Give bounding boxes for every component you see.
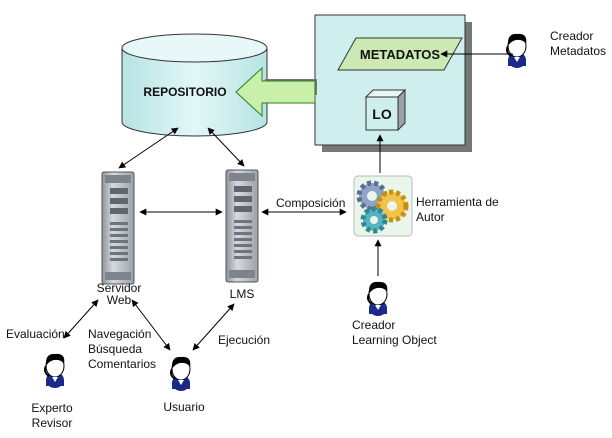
- creador-metadatos-label-1: Creador: [550, 29, 593, 43]
- experto-label-1: Experto: [31, 401, 73, 415]
- creador-lo-label-1: Creador: [352, 318, 395, 332]
- evaluacion-label: Evaluación: [6, 327, 65, 341]
- arrow-web-usuario: [131, 299, 171, 351]
- creador-metadatos-label-2: Metadatos: [550, 44, 606, 58]
- servidor-web-label-1: Servidor: [97, 281, 142, 295]
- herramienta-label-1: Herramienta de: [416, 195, 499, 209]
- usuario-label: Usuario: [163, 400, 205, 414]
- block-arrow-to-repository: [235, 66, 317, 118]
- navegacion-label-3: Comentarios: [88, 357, 156, 371]
- composicion-label: Composición: [276, 196, 345, 210]
- metadatos-box[interactable]: [337, 37, 463, 71]
- server-web-icon[interactable]: [101, 171, 135, 285]
- creador-metadatos-person-icon: [506, 32, 528, 69]
- lo-box[interactable]: [365, 96, 399, 131]
- herramienta-label-2: Autor: [416, 210, 445, 224]
- server-lms-icon[interactable]: [225, 169, 259, 283]
- arrow-web-repository: [118, 127, 179, 169]
- navegacion-label-2: Búsqueda: [88, 342, 142, 356]
- arrow-lms-usuario: [192, 303, 235, 351]
- creador-lo-person-icon: [367, 280, 389, 317]
- metadatos-label: METADATOS: [360, 47, 440, 62]
- creador-lo-label-2: Learning Object: [352, 333, 437, 347]
- lo-label: LO: [372, 106, 392, 122]
- servidor-web-label-2: Web: [107, 293, 132, 307]
- usuario-person-icon: [170, 355, 192, 392]
- lo-box-side: [397, 88, 406, 132]
- experto-label-2: Revisor: [32, 416, 73, 430]
- lms-label: LMS: [230, 287, 255, 301]
- repository-cylinder[interactable]: [121, 33, 268, 137]
- experto-person-icon: [44, 352, 66, 389]
- arrow-lms-repository: [207, 127, 245, 167]
- gears-icon[interactable]: [353, 175, 413, 237]
- arrow-web-experto: [63, 299, 99, 339]
- repositorio-label: REPOSITORIO: [143, 85, 226, 99]
- navegacion-label-1: Navegación: [88, 327, 151, 341]
- ejecucion-label: Ejecución: [218, 333, 270, 347]
